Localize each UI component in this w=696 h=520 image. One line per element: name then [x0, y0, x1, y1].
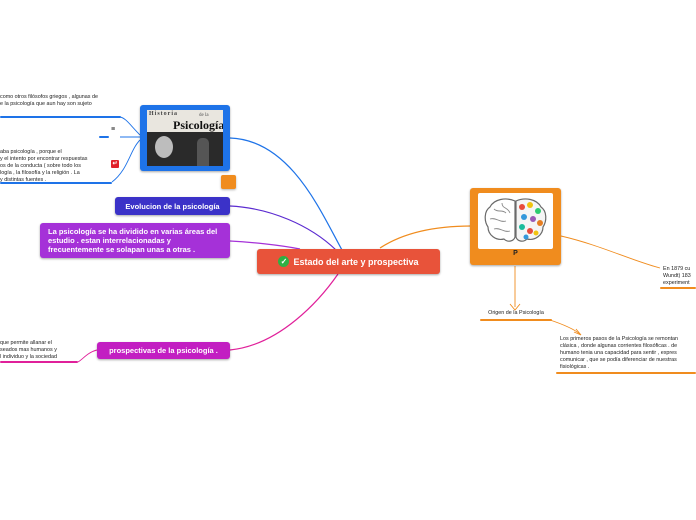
brain-left-folds	[489, 202, 511, 232]
brain-color-dot	[523, 234, 529, 240]
connector-history-to-top-text	[119, 116, 141, 136]
right-text: En 1879 cu Wundt) 183 experiment	[663, 266, 691, 286]
connector-origen-to-text	[549, 319, 581, 335]
brain-left-hemisphere	[484, 198, 516, 242]
connector-central-to-prospectivas	[229, 273, 339, 351]
brain-node[interactable]: P	[470, 188, 561, 265]
central-node[interactable]: ✓ Estado del arte y prospectiva	[257, 249, 440, 274]
list-icon-underline	[99, 136, 109, 138]
brain-color-dot	[519, 224, 525, 230]
check-circle-icon: ✓	[278, 256, 290, 267]
prospectivas-text: que permite allanar el seados mas humano…	[0, 340, 57, 360]
brain-node-label: P	[513, 250, 518, 257]
connector-prospectivas-to-text	[77, 349, 98, 363]
book-cover-header	[147, 110, 223, 132]
connector-origen-arrow	[509, 303, 521, 311]
central-node-label: Estado del arte y prospectiva	[293, 256, 419, 267]
origen-underline	[480, 319, 552, 321]
connector-central-to-history	[229, 137, 343, 251]
brain-color-dot	[533, 230, 539, 236]
origen-text-underline	[556, 372, 696, 374]
brain-color-dot	[530, 216, 536, 222]
connector-history-to-mid-text	[111, 139, 141, 183]
brain-color-dot	[521, 214, 527, 220]
list-icon[interactable]: ≡	[111, 126, 116, 133]
right-text-underline	[660, 287, 696, 289]
book-figure-person	[197, 138, 209, 166]
book-title-main: Psicología	[173, 118, 223, 132]
history-image-node[interactable]: Historia de la Psicología	[140, 105, 230, 171]
connector-central-to-evolucion	[229, 205, 337, 251]
brain-color-dot	[519, 204, 525, 210]
areas-node[interactable]: La psicología se ha dividido en varias á…	[40, 223, 230, 258]
connector-origen-text-arrow	[573, 328, 582, 336]
history-top-text-underline	[0, 116, 121, 118]
brain-color-dot	[535, 208, 541, 214]
brain-image	[478, 193, 553, 249]
history-top-text: como otros filósofos griegos , algunas d…	[0, 94, 98, 107]
origen-label: Origen de la Psicología	[488, 310, 544, 316]
history-mid-text: aba psicología , porque el y el intento …	[0, 149, 88, 183]
brain-color-dot	[527, 202, 533, 208]
prospectivas-text-underline	[0, 361, 78, 363]
history-mid-text-underline	[0, 182, 112, 184]
connector-central-to-brain	[379, 225, 472, 249]
brain-color-dot	[537, 220, 543, 226]
origen-text: Los primeros pasos de la Psicología se r…	[560, 336, 679, 370]
brain-icon	[484, 198, 547, 242]
brain-color-dot	[527, 228, 533, 234]
book-figure-head	[155, 136, 173, 158]
connector-brain-to-right-text	[560, 235, 661, 269]
prospectivas-node[interactable]: prospectivas de la psicología .	[97, 342, 230, 359]
history-book-cover: Historia de la Psicología	[147, 110, 223, 166]
pdf-icon[interactable]: ↵	[111, 160, 119, 168]
book-title-small: de la	[199, 113, 209, 118]
history-sub-node[interactable]	[221, 175, 236, 189]
connector-central-to-areas	[229, 240, 301, 250]
book-title-top: Historia	[149, 111, 178, 117]
evolucion-node[interactable]: Evolucion de la psicología	[115, 197, 230, 215]
